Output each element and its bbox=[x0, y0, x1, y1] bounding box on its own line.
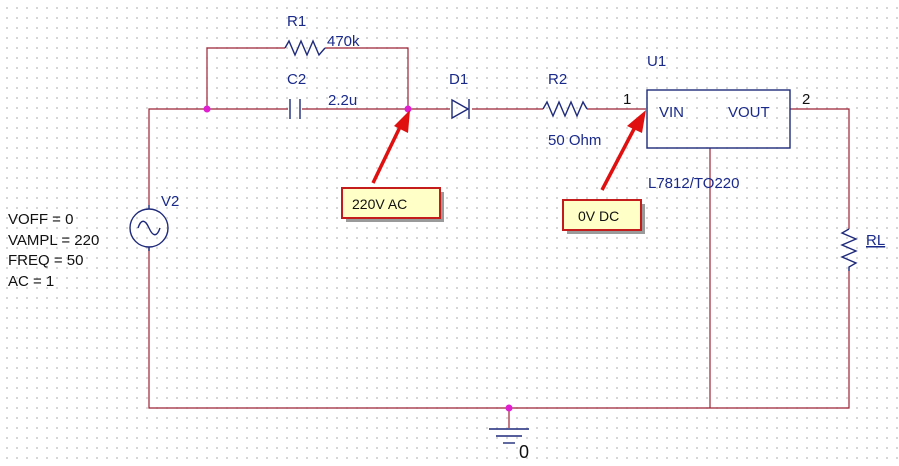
resistor-r2[interactable]: R2 50 Ohm bbox=[542, 71, 601, 149]
regulator-u1-pin1-number: 1 bbox=[623, 91, 631, 108]
regulator-u1-pin2-number: 2 bbox=[802, 91, 810, 108]
wire-rl-bottom bbox=[148, 247, 850, 409]
junction-ground bbox=[505, 404, 513, 412]
callout-ac-text: 220V AC bbox=[352, 196, 407, 212]
source-v2-param-vampl: VAMPL = 220 bbox=[8, 232, 99, 249]
callout-ac-arrow-shaft bbox=[371, 126, 402, 184]
junction-r1-left bbox=[203, 105, 211, 113]
resistor-r1-value: 470k bbox=[327, 33, 360, 50]
callout-dc: 0V DC bbox=[562, 110, 646, 234]
junctions bbox=[203, 105, 513, 412]
source-v2-param-ac: AC = 1 bbox=[8, 273, 54, 290]
wire-u1-rl bbox=[790, 108, 850, 229]
regulator-u1-ref: U1 bbox=[647, 53, 666, 70]
resistor-r1-zigzag bbox=[284, 39, 326, 57]
regulator-u1-body bbox=[646, 89, 791, 149]
regulator-u1[interactable]: U1 VIN VOUT 1 2 L7812/TO220 bbox=[623, 53, 810, 192]
resistor-r2-ref: R2 bbox=[548, 71, 567, 88]
diode-d1[interactable]: D1 bbox=[449, 71, 470, 120]
resistor-r1-ref: R1 bbox=[287, 13, 306, 30]
wire-r1-right bbox=[325, 47, 409, 109]
resistor-r2-value: 50 Ohm bbox=[548, 132, 601, 149]
capacitor-c2[interactable]: C2 2.2u bbox=[287, 71, 357, 119]
capacitor-c2-value: 2.2u bbox=[328, 92, 357, 109]
regulator-u1-pin-vout: VOUT bbox=[728, 104, 770, 121]
capacitor-c2-ref: C2 bbox=[287, 71, 306, 88]
callout-dc-arrow-head bbox=[627, 110, 646, 133]
resistor-rl[interactable]: RL bbox=[840, 228, 885, 271]
callout-dc-text: 0V DC bbox=[578, 208, 619, 224]
wires bbox=[148, 47, 850, 428]
junction-r1-right bbox=[404, 105, 412, 113]
resistor-r2-zigzag bbox=[542, 100, 588, 118]
wire-top-left bbox=[148, 108, 288, 205]
diode-d1-ref: D1 bbox=[449, 71, 468, 88]
source-v2-param-freq: FREQ = 50 bbox=[8, 252, 83, 269]
callout-dc-box bbox=[562, 199, 642, 231]
resistor-r1[interactable]: R1 470k bbox=[284, 13, 360, 57]
wire-r1-left bbox=[206, 47, 285, 109]
callout-ac-box bbox=[341, 187, 441, 219]
source-v2-ref: V2 bbox=[161, 193, 179, 210]
resistor-rl-ref: RL bbox=[866, 232, 885, 249]
regulator-u1-pin-vin: VIN bbox=[659, 104, 684, 121]
regulator-u1-part: L7812/TO220 bbox=[648, 175, 739, 192]
sine-wave-icon bbox=[137, 220, 161, 236]
ground-label: 0 bbox=[519, 442, 529, 462]
source-v2-param-voff: VOFF = 0 bbox=[8, 211, 73, 228]
callout-ac-arrow-head bbox=[394, 110, 410, 133]
callout-dc-arrow-shaft bbox=[600, 128, 636, 191]
diode-d1-triangle bbox=[451, 98, 470, 120]
ground-symbol[interactable]: 0 bbox=[489, 428, 529, 462]
source-v2[interactable]: V2 VOFF = 0 VAMPL = 220 FREQ = 50 AC = 1 bbox=[8, 193, 179, 290]
callout-ac: 220V AC bbox=[341, 110, 444, 222]
resistor-rl-zigzag bbox=[840, 228, 858, 271]
